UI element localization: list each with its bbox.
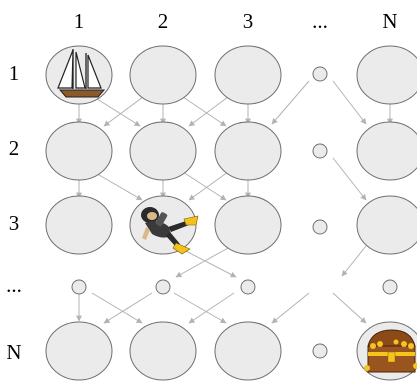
edge: [332, 80, 367, 125]
node-n-1: [45, 321, 113, 381]
nodes: [45, 45, 417, 381]
ellipsis-node: [382, 279, 398, 295]
node-n-2: [129, 321, 197, 381]
edge: [188, 171, 229, 201]
edge: [271, 292, 310, 324]
edge: [188, 292, 235, 324]
treasure-chest-icon: [364, 329, 417, 373]
edge: [103, 292, 153, 324]
edge: [103, 96, 144, 127]
scuba-diver-icon: [141, 207, 199, 255]
edge: [188, 96, 229, 127]
column-label-1: 1: [74, 9, 85, 33]
edge: [179, 247, 237, 278]
node-n-3: [214, 321, 282, 381]
node-1-2: [129, 45, 197, 105]
node-3-3: [214, 195, 282, 255]
ellipsis-nodes: [71, 66, 398, 359]
node-3-1: [45, 195, 113, 255]
edges: [76, 80, 393, 324]
column-label-3: 3: [243, 9, 254, 33]
node-2-1: [45, 121, 113, 181]
row-label-3: 3: [9, 211, 20, 235]
node-1-3: [214, 45, 282, 105]
node-2-n: [356, 121, 417, 181]
edge: [332, 292, 367, 324]
column-label-2: 2: [158, 9, 169, 33]
edge: [271, 80, 310, 125]
edge: [341, 245, 367, 277]
row-label-2: 2: [9, 136, 20, 160]
sailboat-icon: [57, 49, 106, 98]
ellipsis-node: [71, 279, 87, 295]
column-label-ellipsis: ...: [312, 9, 328, 33]
node-2-3: [214, 121, 282, 181]
edge: [93, 96, 141, 127]
node-2-2: [129, 121, 197, 181]
ellipsis-node: [312, 343, 328, 359]
row-label-ellipsis: ...: [6, 273, 22, 297]
edge: [182, 171, 227, 201]
row-label-1: 1: [9, 61, 20, 85]
ellipsis-node: [312, 66, 328, 82]
edge: [332, 157, 367, 201]
edge: [173, 292, 227, 324]
ellipsis-node: [240, 279, 256, 295]
row-label-n: N: [6, 340, 21, 364]
edge: [93, 171, 143, 201]
edge: [175, 247, 229, 278]
edge: [91, 292, 143, 324]
ellipsis-node: [312, 219, 328, 235]
node-3-n: [356, 195, 417, 255]
ellipsis-node: [155, 279, 171, 295]
column-label-n: N: [382, 9, 397, 33]
edge: [182, 96, 227, 127]
ellipsis-node: [312, 143, 328, 159]
node-1-n: [356, 45, 417, 105]
